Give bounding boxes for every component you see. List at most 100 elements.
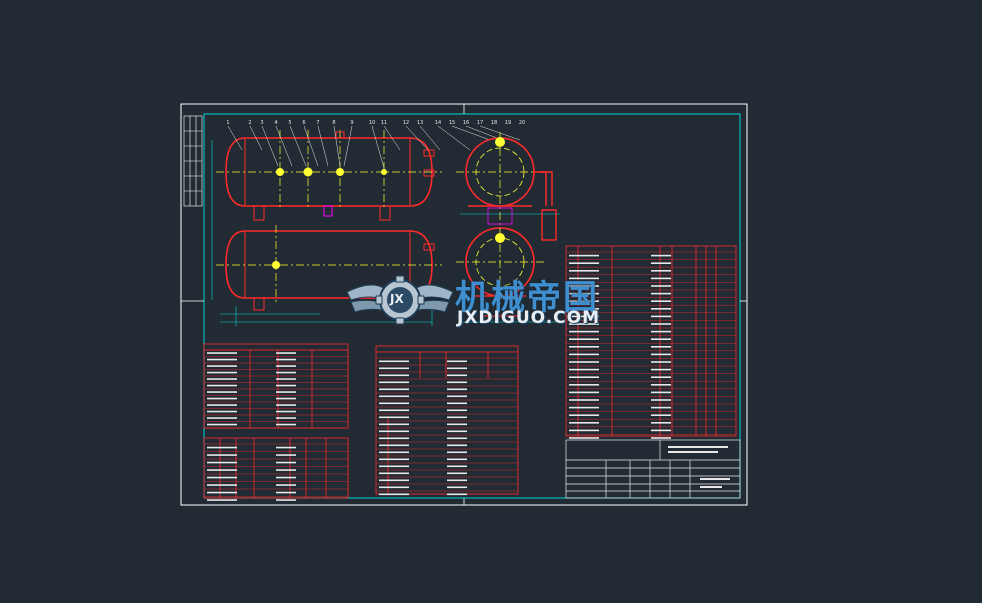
balloon-label: 10	[369, 120, 375, 126]
cell-text-mark	[379, 402, 409, 405]
cell-text-mark	[447, 479, 467, 482]
cell-text-mark	[651, 361, 671, 363]
cell-text-mark	[569, 406, 599, 409]
balloon-label: 1	[226, 120, 229, 126]
cell-text-mark	[207, 352, 237, 354]
cell-text-mark	[569, 376, 599, 378]
nozzle-table-rows	[204, 443, 348, 501]
cell-text-mark	[651, 270, 671, 272]
cell-text-mark	[569, 308, 599, 310]
cell-text-mark	[207, 454, 237, 456]
balloon-label: 14	[435, 120, 441, 126]
balloon-label: 15	[449, 120, 455, 126]
balloon-label: 16	[463, 120, 469, 126]
cell-text-mark	[569, 361, 599, 363]
cell-text-mark	[276, 423, 296, 426]
cell-text-mark	[276, 499, 296, 501]
balloon-label: 3	[260, 120, 263, 126]
parts-list-table	[565, 245, 737, 437]
cell-text-mark	[447, 458, 467, 461]
cell-text-mark	[651, 277, 671, 280]
balloon-label: 11	[381, 120, 387, 126]
cell-text-mark	[207, 469, 237, 471]
cell-text-mark	[276, 404, 296, 406]
cell-text-mark	[447, 367, 467, 370]
cell-text-mark	[447, 486, 467, 489]
cell-text-mark	[569, 315, 599, 318]
cell-text-mark	[207, 423, 237, 426]
cell-text-mark	[379, 360, 409, 363]
balloon-label: 17	[477, 120, 483, 126]
cell-text-mark	[569, 338, 599, 340]
cell-text-mark	[651, 292, 671, 295]
balloon-label: 6	[302, 120, 305, 126]
cell-text-mark	[276, 378, 296, 380]
cell-text-mark	[447, 395, 467, 398]
cell-text-mark	[276, 491, 296, 494]
cell-text-mark	[447, 360, 467, 363]
cell-text-mark	[651, 353, 671, 356]
cell-text-mark	[569, 368, 599, 371]
cell-text-mark	[569, 277, 599, 280]
cell-text-mark	[447, 451, 467, 454]
cell-text-mark	[276, 397, 296, 400]
cell-text-mark	[207, 461, 237, 464]
cell-text-mark	[447, 430, 467, 433]
cell-text-mark	[276, 365, 296, 367]
cell-text-mark	[379, 430, 409, 433]
cell-text-mark	[207, 397, 237, 400]
cell-text-mark	[651, 406, 671, 409]
cell-text-mark	[569, 262, 599, 264]
cell-text-mark	[276, 371, 296, 374]
cell-text-mark	[447, 465, 467, 468]
cell-text-mark	[379, 458, 409, 461]
cell-text-mark	[207, 404, 237, 406]
cell-text-mark	[651, 330, 671, 333]
cell-text-mark	[276, 461, 296, 464]
cell-text-mark	[276, 484, 296, 486]
cell-text-mark	[569, 270, 599, 272]
cell-text-mark	[569, 323, 599, 325]
cell-text-mark	[379, 374, 409, 377]
cell-text-mark	[569, 422, 599, 424]
design-data-rows	[204, 349, 348, 429]
balloon-label: 12	[403, 120, 409, 126]
binding-strip-table	[183, 115, 203, 207]
cell-text-mark	[651, 429, 671, 432]
cell-text-mark	[651, 254, 671, 257]
cell-text-mark	[379, 465, 409, 468]
cell-text-mark	[651, 346, 671, 348]
brand-title: 机械帝国	[455, 278, 599, 318]
cell-text-mark	[207, 499, 237, 501]
cell-text-mark	[447, 472, 467, 475]
cell-text-mark	[276, 352, 296, 354]
cell-text-mark	[569, 414, 599, 416]
cell-text-mark	[276, 417, 296, 419]
cell-text-mark	[379, 451, 409, 454]
support-pad-mid	[323, 205, 333, 217]
cell-text-mark	[207, 476, 237, 479]
cell-text-mark	[569, 399, 599, 401]
cell-text-mark	[276, 446, 296, 449]
cell-text-mark	[379, 381, 409, 384]
vessel-upper-nozzles	[276, 167, 387, 177]
cell-text-mark	[569, 285, 599, 287]
cell-text-mark	[447, 444, 467, 447]
balloon-label: 19	[505, 120, 511, 126]
cell-text-mark	[651, 376, 671, 378]
parts-list-rows	[566, 251, 736, 439]
cell-text-mark	[569, 384, 599, 386]
cell-text-mark	[569, 330, 599, 333]
balloon-label: 18	[491, 120, 497, 126]
cell-text-mark	[379, 388, 409, 391]
balloon-label: 7	[316, 120, 319, 126]
cell-text-mark	[379, 472, 409, 475]
title-block	[565, 439, 741, 499]
cell-text-mark	[651, 323, 671, 325]
support-saddle	[487, 207, 513, 225]
cell-text-mark	[379, 486, 409, 489]
cell-text-mark	[651, 437, 671, 439]
cell-text-mark	[207, 365, 237, 367]
